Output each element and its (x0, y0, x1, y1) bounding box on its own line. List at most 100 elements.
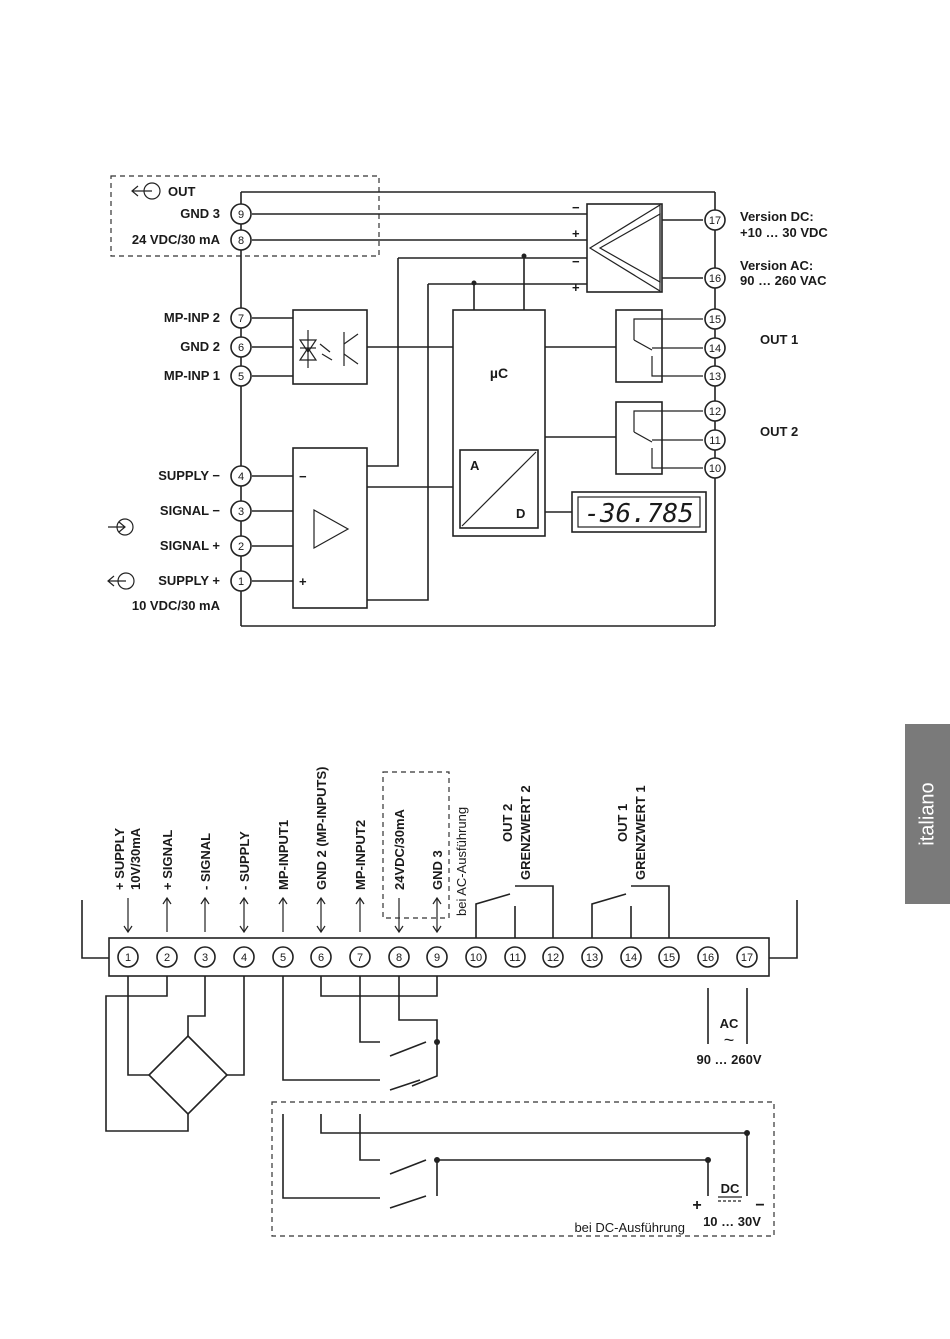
out-dashed-frame (110, 175, 380, 257)
display-value: -36.785 (584, 499, 694, 529)
out2-label: OUT 2 (760, 424, 798, 439)
terminal-diagram: 1 2 3 4 5 6 7 8 9 10 11 12 13 14 15 16 1… (81, 767, 798, 1237)
label-grenzwert1: GRENZWERT 1 (633, 785, 648, 880)
out-label: OUT (168, 184, 196, 199)
opto-coupler-icon (298, 330, 359, 368)
output-amplifier-box (586, 203, 663, 293)
mp-inp1-label: MP-INP 1 (164, 368, 220, 383)
gnd3-label: GND 3 (180, 206, 220, 221)
supply-minus-label: SUPPLY − (158, 468, 220, 483)
amp-plus-2: + (572, 280, 580, 295)
label-signal-minus: - SIGNAL (198, 833, 213, 890)
strip-terminal-8: 8 (396, 952, 402, 964)
strip-terminal-4: 4 (241, 952, 247, 964)
label-24vdc: 24VDC/30mA (392, 808, 407, 890)
dc-minus: − (755, 1197, 764, 1214)
version-dc-title: Version DC: (740, 209, 814, 224)
dc-version-dashed-frame (271, 1101, 775, 1237)
terminal-direction-arrows (123, 896, 442, 934)
terminal-2: 2 (238, 541, 244, 553)
terminal-10: 10 (709, 463, 721, 475)
lcd-display (571, 491, 707, 533)
in-amp-minus: − (299, 469, 307, 484)
relay-contacts-out1 (591, 885, 670, 938)
strip-terminal-3: 3 (202, 952, 208, 964)
signal-minus-label: SIGNAL − (160, 503, 220, 518)
dc-version-note: bei DC-Ausführung (574, 1220, 685, 1235)
terminal-strip-terminals: 1 2 3 4 5 6 7 8 9 10 11 12 13 14 15 16 1… (117, 946, 758, 968)
label-mp-input2: MP-INPUT2 (353, 820, 368, 890)
output-arrow-icon (131, 182, 161, 200)
ac-version-note: bei AC-Ausführung (454, 807, 469, 916)
strip-terminal-15: 15 (663, 952, 675, 964)
terminal-12: 12 (709, 406, 721, 418)
label-out2: OUT 2 (500, 804, 515, 842)
supply-24-label: 24 VDC/30 mA (132, 232, 221, 247)
label-gnd2: GND 2 (MP-INPUTS) (314, 767, 329, 891)
strip-terminal-10: 10 (470, 952, 482, 964)
strip-terminal-2: 2 (164, 952, 170, 964)
terminal-4: 4 (238, 471, 244, 483)
block-diagram: 9 8 7 6 5 4 3 2 1 17 16 15 14 13 12 11 1… (107, 175, 828, 627)
amp-minus-2: − (572, 254, 580, 269)
strip-terminal-14: 14 (625, 952, 637, 964)
language-tab-label: italiano (916, 782, 938, 846)
strip-terminal-16: 16 (702, 952, 714, 964)
signal-plus-label: SIGNAL + (160, 538, 220, 553)
relay-1-box (615, 309, 663, 383)
supply-10-label: 10 VDC/30 mA (132, 598, 221, 613)
sensor-bridge-icon (147, 1034, 229, 1116)
microcontroller-label: µC (490, 365, 508, 381)
strip-terminal-13: 13 (586, 952, 598, 964)
strip-terminal-9: 9 (434, 952, 440, 964)
strip-terminal-1: 1 (125, 952, 131, 964)
label-grenzwert2: GRENZWERT 2 (518, 785, 533, 880)
in-amp-plus: + (299, 574, 307, 589)
strip-terminal-6: 6 (318, 952, 324, 964)
terminal-8: 8 (238, 235, 244, 247)
relay-2-box (615, 401, 663, 475)
strip-terminal-17: 17 (741, 952, 753, 964)
ac-label: AC (720, 1016, 739, 1031)
amplifier-triangle-icon (313, 508, 350, 550)
strip-terminal-12: 12 (547, 952, 559, 964)
terminal-1: 1 (238, 576, 244, 588)
ac-tilde-icon: ~ (724, 1030, 735, 1050)
mp-inp2-label: MP-INP 2 (164, 310, 220, 325)
label-supply-plus: + SUPPLY (112, 828, 127, 890)
strip-terminal-7: 7 (357, 952, 363, 964)
version-ac-range: 90 … 260 VAC (740, 273, 827, 288)
strip-terminal-11: 11 (509, 952, 520, 964)
ac-range: 90 … 260V (696, 1052, 761, 1067)
label-signal-plus: + SIGNAL (160, 830, 175, 890)
terminal-13: 13 (709, 371, 721, 383)
language-tab: italiano (905, 724, 950, 904)
terminal-9: 9 (238, 209, 244, 221)
right-terminals: 17 16 15 14 13 12 11 10 (704, 209, 726, 479)
version-dc-range: +10 … 30 VDC (740, 225, 828, 240)
label-mp-input1: MP-INPUT1 (276, 820, 291, 890)
dc-plus: + (692, 1197, 701, 1214)
out1-label: OUT 1 (760, 332, 798, 347)
relay-contacts-out2 (475, 885, 554, 938)
version-ac-title: Version AC: (740, 258, 813, 273)
supply-plus-label: SUPPLY + (158, 573, 220, 588)
ac-version-dashed-frame (382, 771, 450, 919)
left-terminals: 9 8 7 6 5 4 3 2 1 (230, 203, 252, 592)
amp-plus-1: + (572, 226, 580, 241)
label-out1: OUT 1 (615, 804, 630, 842)
terminal-17: 17 (709, 215, 721, 227)
terminal-6: 6 (238, 342, 244, 354)
terminal-3: 3 (238, 506, 244, 518)
terminal-16: 16 (709, 273, 721, 285)
ad-a-label: A (470, 458, 480, 473)
input-amplifier-box (292, 447, 368, 609)
signal-input-arrow-icon (108, 518, 134, 536)
supply-output-arrow-icon (107, 572, 135, 590)
dc-range: 10 … 30V (703, 1214, 761, 1229)
terminal-7: 7 (238, 313, 244, 325)
strip-terminal-5: 5 (280, 952, 286, 964)
label-gnd3: GND 3 (430, 850, 445, 890)
dc-version-wiring (282, 1114, 748, 1209)
